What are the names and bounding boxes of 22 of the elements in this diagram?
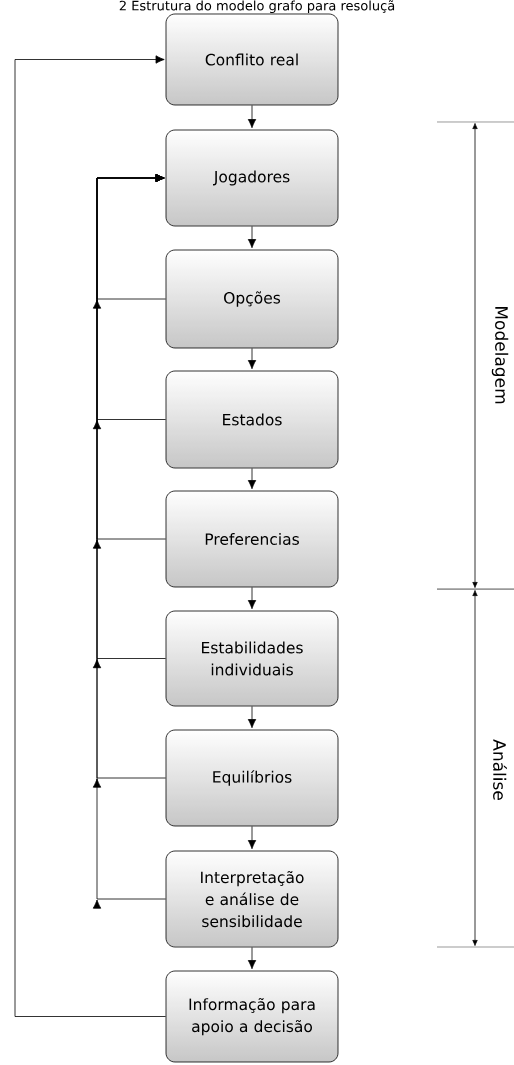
process-box: Jogadores: [165, 129, 339, 227]
arrow: [247, 226, 257, 249]
process-box: Informação para apoio a decisão: [165, 970, 339, 1063]
arrow: [247, 947, 257, 970]
process-box: Conflito real: [165, 13, 339, 106]
section-label: Modelagem: [491, 307, 509, 404]
process-box: Estados: [165, 370, 339, 469]
process-box: Preferencias: [165, 490, 339, 588]
process-box: Interpretação e análise de sensibilidade: [165, 850, 339, 948]
arrow: [247, 348, 257, 370]
arrow: [247, 468, 257, 490]
arrow: [247, 706, 257, 729]
process-box: Estabilidades individuais: [165, 610, 339, 707]
arrow: [247, 587, 257, 610]
arrow: [247, 105, 257, 129]
process-box: Equilíbrios: [165, 729, 339, 827]
section-label: Análise: [493, 739, 507, 800]
arrow: [247, 826, 257, 850]
title: 2 Estrutura do modelo grafo para resoluçã: [119, 0, 395, 13]
process-box: Opções: [165, 249, 339, 349]
arrow: [92, 173, 166, 909]
arrow: [14, 55, 166, 1017]
